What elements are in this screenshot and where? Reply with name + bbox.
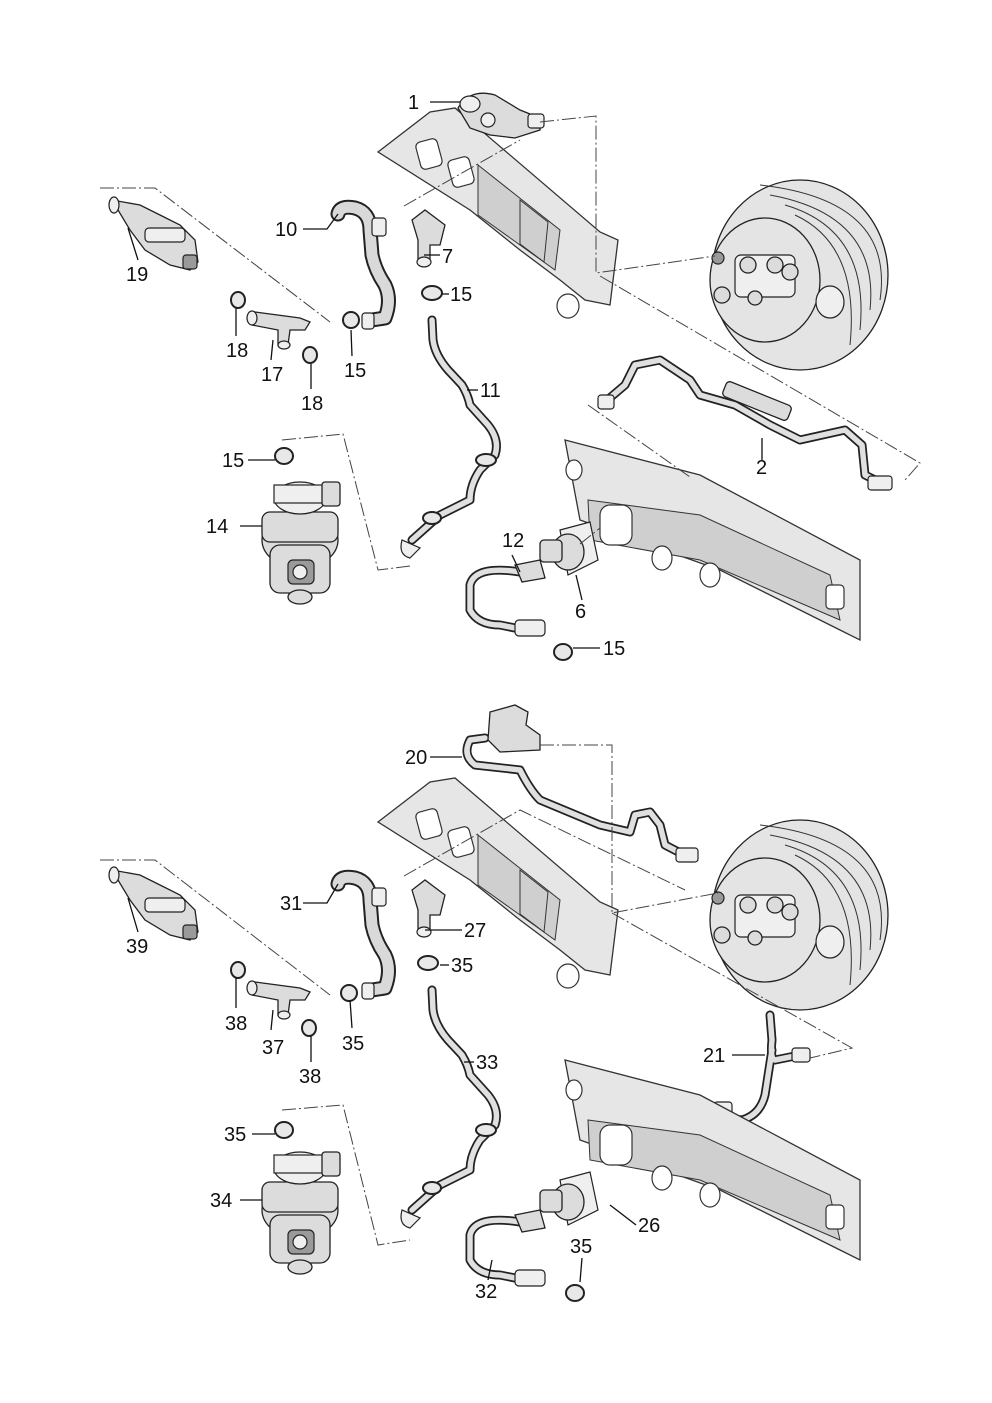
callout-34: 34 xyxy=(210,1190,232,1212)
callout-39: 39 xyxy=(126,936,148,958)
callout-15-c: 15 xyxy=(222,450,244,472)
callout-11: 11 xyxy=(480,380,501,402)
callout-15-b: 15 xyxy=(344,360,366,382)
callout-2: 2 xyxy=(756,457,767,479)
callout-35-d: 35 xyxy=(570,1236,592,1258)
callout-35-b: 35 xyxy=(342,1033,364,1055)
callout-31: 31 xyxy=(280,893,302,915)
callout-1: 1 xyxy=(408,92,419,114)
callout-7: 7 xyxy=(442,246,453,268)
callout-26: 26 xyxy=(638,1215,660,1237)
callout-18-b: 18 xyxy=(301,393,323,415)
callout-10: 10 xyxy=(275,219,297,241)
callout-32: 32 xyxy=(475,1281,497,1303)
callout-14: 14 xyxy=(206,516,228,538)
callout-18-a: 18 xyxy=(226,340,248,362)
callout-27: 27 xyxy=(464,920,486,942)
callout-19: 19 xyxy=(126,264,148,286)
callout-33: 33 xyxy=(476,1052,498,1074)
callout-15-d: 15 xyxy=(603,638,625,660)
callout-21: 21 xyxy=(703,1045,725,1067)
callout-38-a: 38 xyxy=(225,1013,247,1035)
callout-35-a: 35 xyxy=(451,955,473,977)
callout-37: 37 xyxy=(262,1037,284,1059)
callout-17: 17 xyxy=(261,364,283,386)
callout-20: 20 xyxy=(405,747,427,769)
callout-38-b: 38 xyxy=(299,1066,321,1088)
callout-6: 6 xyxy=(575,601,586,623)
callout-15-a: 15 xyxy=(450,284,472,306)
callout-35-c: 35 xyxy=(224,1124,246,1146)
callout-12: 12 xyxy=(502,530,524,552)
